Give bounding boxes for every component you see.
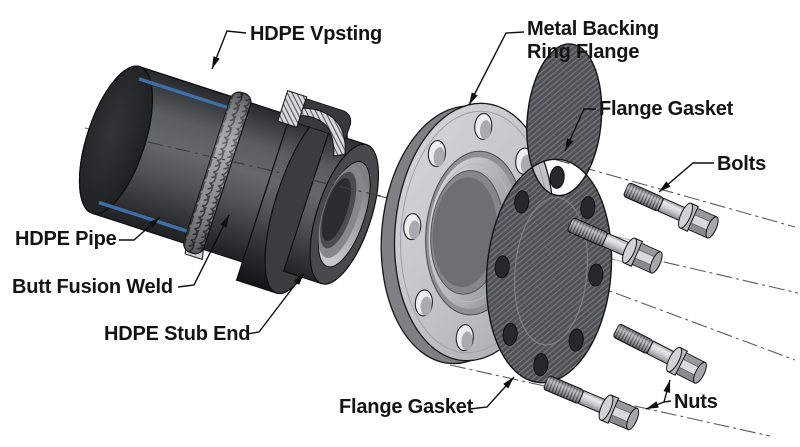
pipe-stripe-top: [138, 77, 229, 110]
pipe-stripe-bottom: [98, 200, 188, 233]
label-metal-backing-line2: Ring Flange: [527, 41, 640, 63]
leader-hdpe-pipe: [119, 216, 161, 241]
gasket-ring: [485, 43, 613, 384]
rim-section-hatch: [299, 107, 346, 157]
label-metal-backing-line1: Metal Backing: [527, 18, 659, 40]
leader-bolts: [658, 162, 714, 193]
bolt-axis-centerline-mid: [539, 264, 796, 361]
leader-hdpe-stub-end: [246, 272, 305, 335]
leader-lines: [119, 30, 714, 410]
hdpe-pipe-assembly: [78, 65, 380, 295]
label-hdpe-stub-end: HDPE Stub End: [104, 323, 251, 345]
cutaway-section: [277, 89, 352, 157]
label-nuts: Nuts: [674, 391, 718, 413]
label-hdpe-vpsting: HDPE Vpsting: [250, 23, 383, 45]
leader-butt-fusion-weld: [177, 214, 230, 288]
leader-flange-gasket-bottom: [469, 376, 515, 410]
label-butt-fusion-weld: Butt Fusion Weld: [12, 276, 173, 298]
leader-nuts-lower: [645, 401, 665, 410]
label-bolts: Bolts: [717, 153, 767, 175]
flange-gasket: [485, 43, 613, 384]
leader-metal-backing-ring-flange: [468, 31, 525, 106]
pipe-end-cap: [78, 65, 154, 215]
label-hdpe-pipe: HDPE Pipe: [15, 228, 117, 250]
leader-hdpe-vpsting: [211, 30, 247, 70]
flange-bore: [425, 150, 525, 316]
label-flange-gasket-bottom: Flange Gasket: [339, 396, 474, 418]
pipe-surface-centerline: [147, 141, 399, 201]
gasket-inner-rim: [514, 196, 588, 346]
gasket-bolt-holes: [494, 165, 604, 377]
leader-flange-gasket-top: [564, 108, 596, 152]
label-flange-gasket-top: Flange Gasket: [599, 98, 734, 120]
